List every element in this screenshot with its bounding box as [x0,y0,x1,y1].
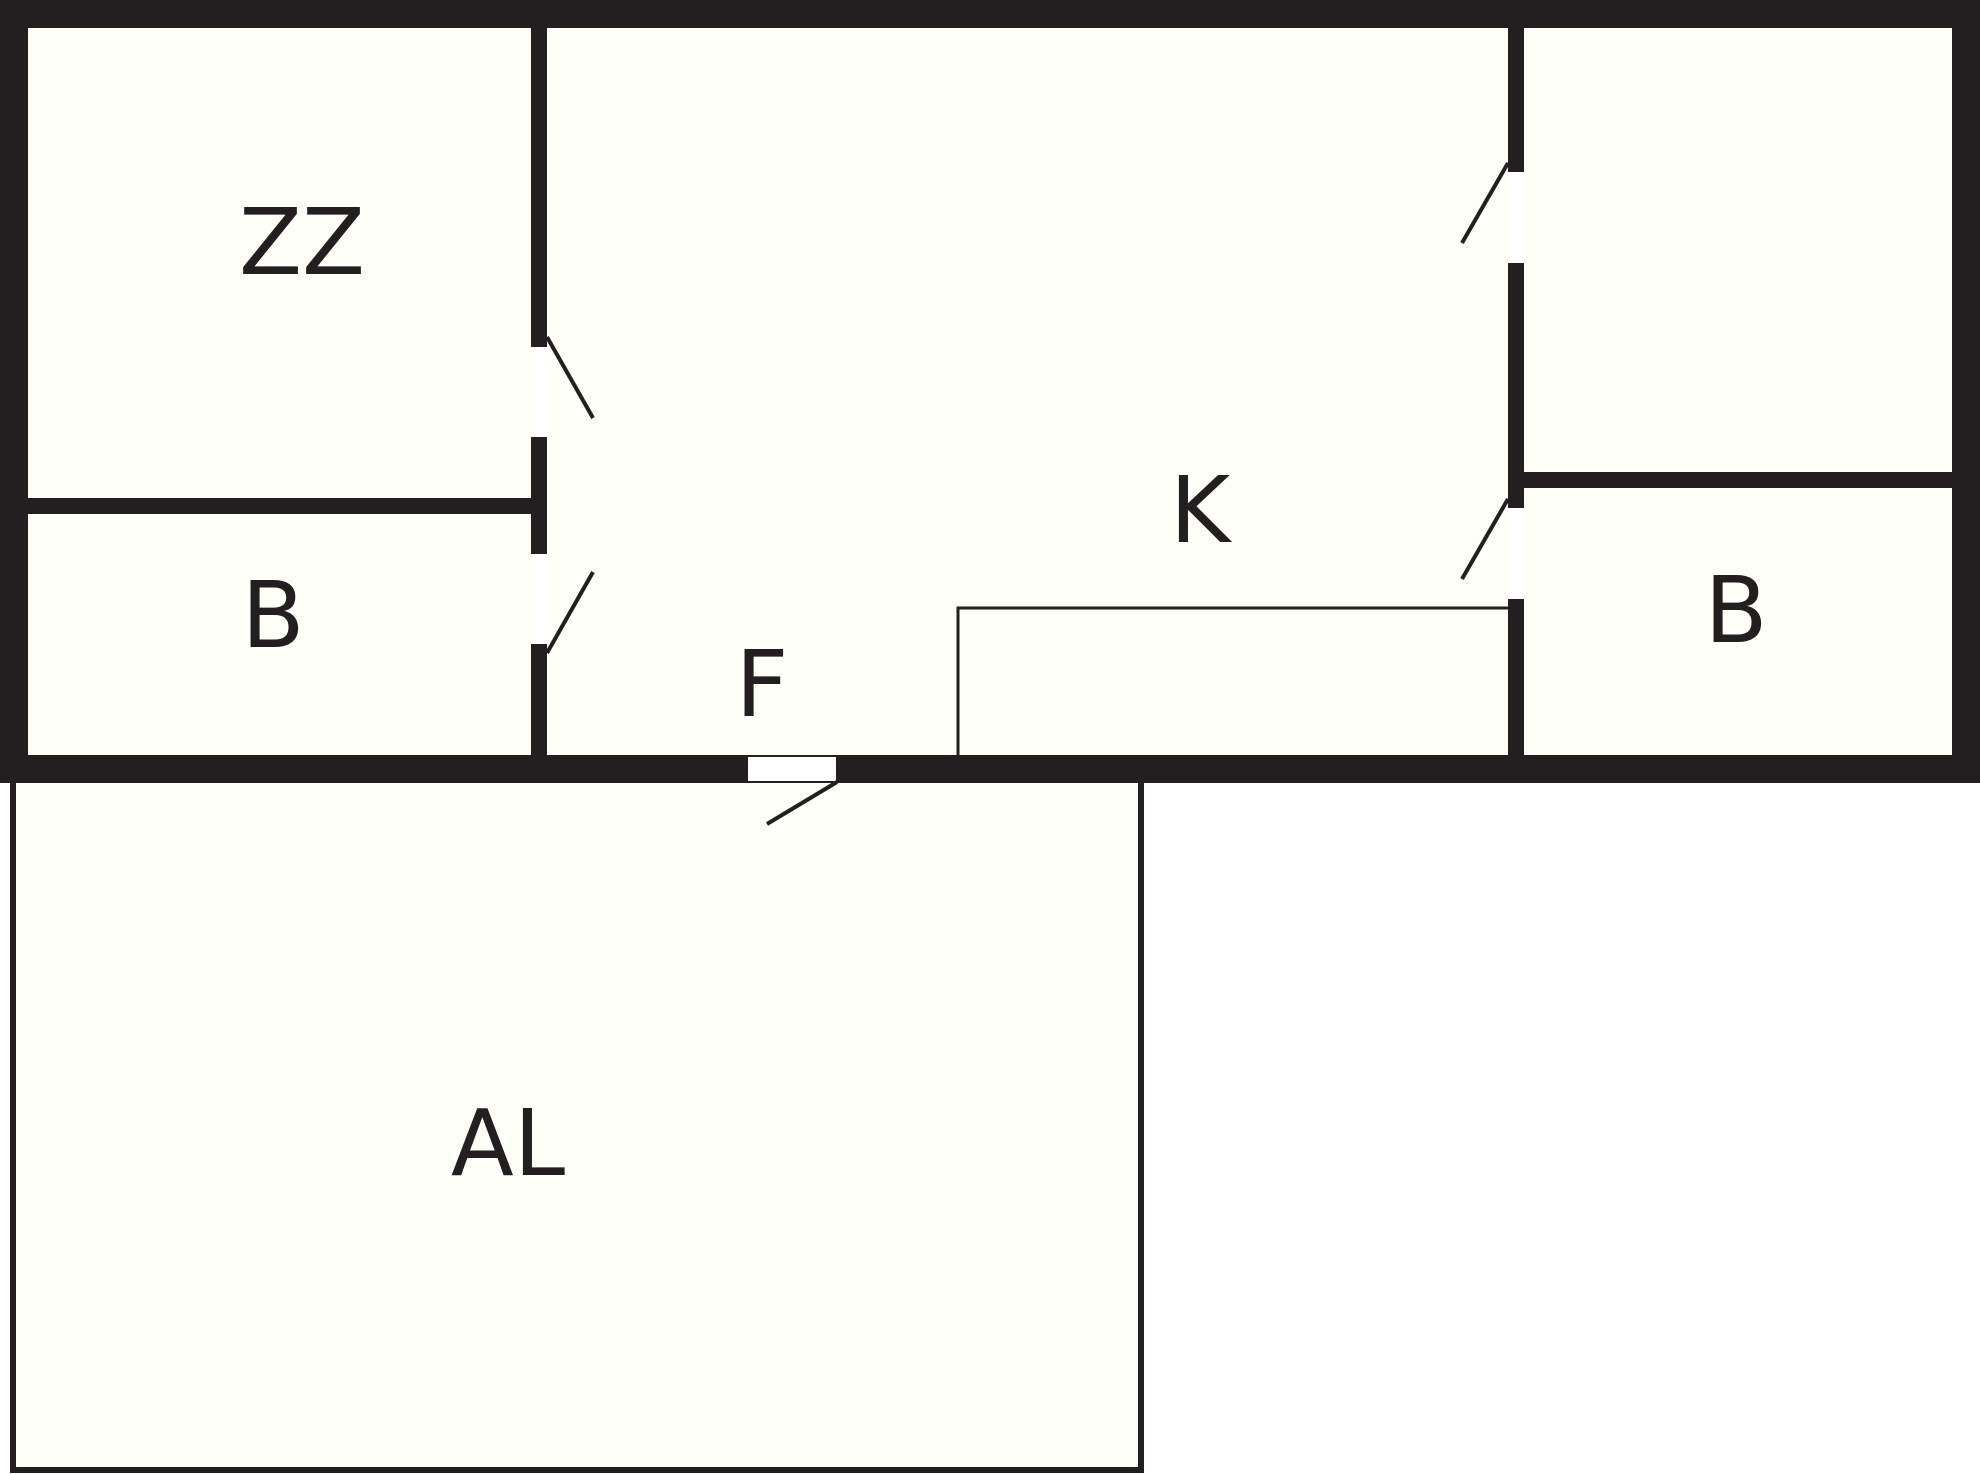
door-swing-b-left [545,571,595,654]
door-swing-right-top [1460,162,1510,244]
room-label-b-right: B [1704,557,1767,664]
wall-zz-b [20,498,540,514]
door-opening-balcony [747,755,837,783]
room-label-al: AL [451,1090,565,1197]
floor-balcony [14,772,1140,1468]
wall-right-vertical [1508,20,1524,765]
door-opening-right-bottom [1508,508,1524,599]
outer-wall-right [1952,0,1980,782]
outer-wall-bottom [0,755,1980,783]
door-opening-zz [531,347,547,437]
door-opening-balcony-frame [746,755,838,783]
door-opening-right-top [1508,172,1524,263]
door-swing-balcony [765,780,839,826]
room-label-zz: ZZ [239,189,365,296]
door-swing-zz [545,336,595,419]
wall-right-rooms [1516,472,1960,488]
room-label-f: F [736,631,789,738]
door-swing-right-bottom [1460,498,1510,580]
outer-wall-left [0,0,28,782]
kitchen-counter [956,606,1509,756]
outer-wall-top [0,0,1980,28]
door-opening-b-left [531,554,547,644]
floor-main [14,14,1966,768]
room-label-k: K [1170,457,1233,564]
room-label-b-left: B [241,562,304,669]
